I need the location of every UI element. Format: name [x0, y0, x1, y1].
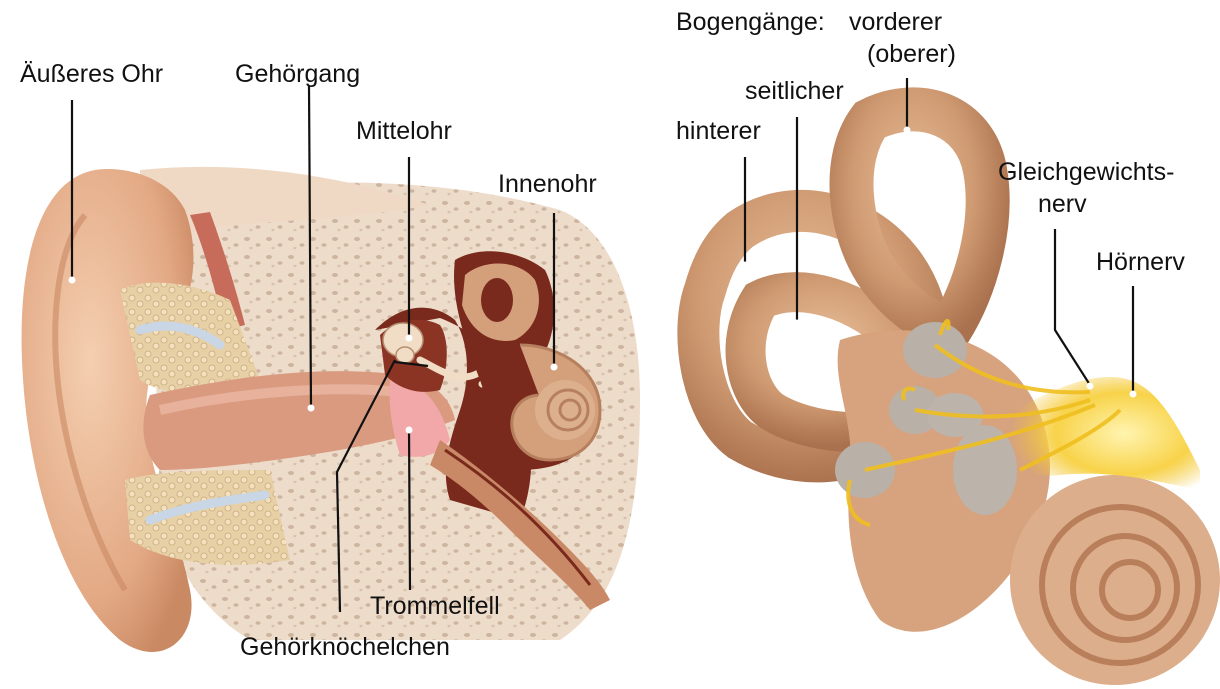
label-lateral: seitlicher: [745, 77, 844, 106]
label-anterior-line1: vorderer: [849, 8, 942, 37]
nerve-bundle: [1010, 377, 1200, 490]
outer-middle-inner-ear-section: [22, 167, 640, 652]
leader-eardrum: [409, 428, 410, 590]
label-middle-ear: Mittelohr: [356, 117, 452, 146]
label-ossicles: Gehörknöchelchen: [240, 633, 450, 662]
label-auditory-nerve: Hörnerv: [1096, 248, 1185, 277]
label-inner-ear: Innenohr: [498, 170, 597, 199]
label-posterior: hinterer: [676, 117, 761, 146]
label-semicircular-canals: Bogengänge:: [676, 8, 825, 37]
label-ear-canal: Gehörgang: [235, 60, 360, 89]
inner-ear-labyrinth: [698, 109, 1220, 685]
label-outer-ear: Äußeres Ohr: [20, 60, 163, 89]
label-anterior-line2: (oberer): [867, 40, 956, 69]
label-vestibular-nerve-line1: Gleichgewichts-: [998, 158, 1174, 187]
anterior-canal: [851, 109, 987, 330]
label-eardrum: Trommelfell: [370, 592, 500, 621]
cochlea-spiral: [1010, 475, 1220, 685]
label-vestibular-nerve-line2: nerv: [1038, 190, 1087, 219]
leader-vestibular-nerve: [1055, 229, 1090, 385]
